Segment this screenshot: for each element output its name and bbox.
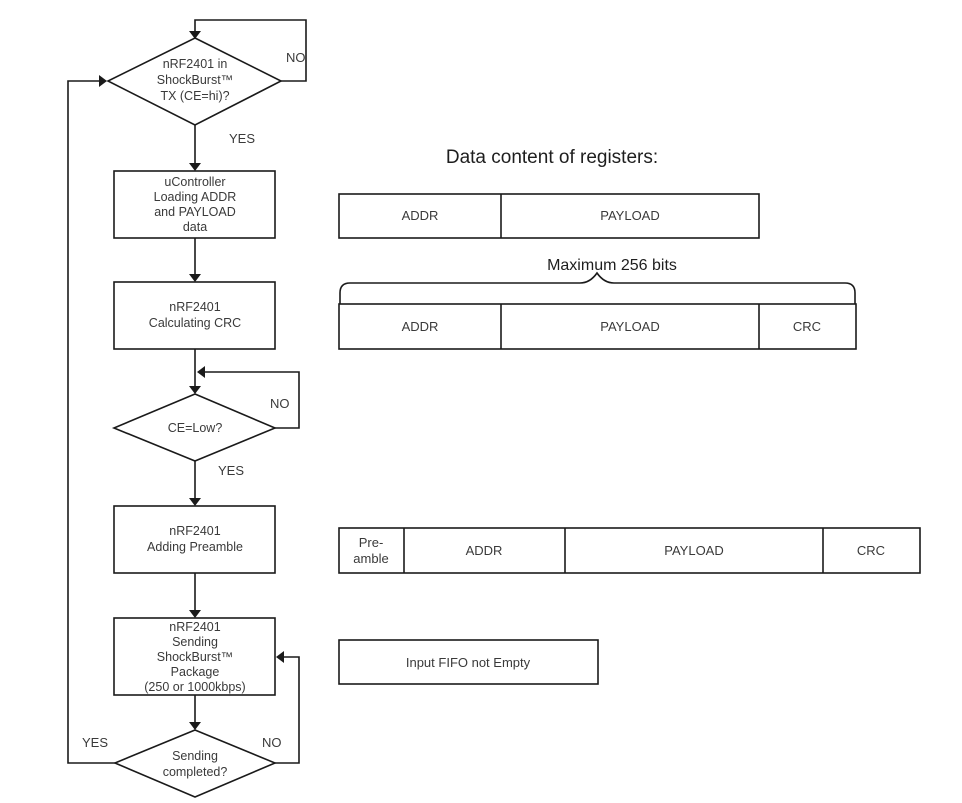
decision-ce-no-label: NO: [270, 396, 290, 411]
decision-done-yes-label: YES: [82, 735, 108, 750]
decision-tx-no-loop: [194, 19, 307, 82]
fifo-status-box: [338, 639, 599, 685]
row2-cell-addr: ADDR: [402, 319, 439, 334]
decision-tx-line-2: ShockBurst™: [157, 73, 233, 87]
decision-done-no-label: NO: [262, 735, 282, 750]
step-load-box: [113, 170, 276, 239]
arrowhead-icon: [189, 722, 201, 730]
arrowhead-icon: [189, 386, 201, 394]
row3-cell-payload: PAYLOAD: [664, 543, 723, 558]
row2-cell-payload: PAYLOAD: [600, 319, 659, 334]
arrowhead-icon: [189, 31, 201, 39]
step-crc-line-2: Calculating CRC: [149, 316, 241, 330]
row3-cell-preamble-line-1: Pre-: [359, 535, 384, 550]
brace-shape: [339, 271, 856, 304]
step-send-line-2: Sending: [172, 635, 218, 649]
decision-tx-no-label: NO: [286, 50, 306, 65]
row1-cell-addr: ADDR: [402, 208, 439, 223]
decision-done-yes-loop: [67, 80, 115, 764]
register-row-1: [338, 193, 760, 239]
arrowhead-icon: [189, 610, 201, 618]
step-send-line-1: nRF2401: [169, 620, 220, 634]
step-preamble-line-1: nRF2401: [169, 524, 220, 538]
arrowhead-icon: [197, 366, 205, 378]
arrowhead-icon: [276, 651, 284, 663]
register-row-3: [338, 527, 921, 574]
arrowhead-icon: [99, 75, 107, 87]
decision-done-no-loop: [275, 656, 300, 764]
row3-cell-addr: ADDR: [466, 543, 503, 558]
row3-cell-preamble-line-2: amble: [353, 551, 388, 566]
row1-cell-payload: PAYLOAD: [600, 208, 659, 223]
arrowhead-icon: [189, 163, 201, 171]
brace-label: Maximum 256 bits: [547, 257, 677, 274]
step-crc-line-1: nRF2401: [169, 300, 220, 314]
decision-tx-line-1: nRF2401 in: [163, 57, 228, 71]
step-send-line-3: ShockBurst™: [157, 650, 233, 664]
fifo-status-label: Input FIFO not Empty: [406, 655, 531, 670]
arrowhead-icon: [189, 498, 201, 506]
row3-cell-crc: CRC: [857, 543, 885, 558]
step-send-box: [113, 617, 276, 696]
step-load-line-4: data: [183, 220, 207, 234]
row2-cell-crc: CRC: [793, 319, 821, 334]
step-load-line-1: uController: [164, 175, 225, 189]
decision-ce-yes-label: YES: [218, 463, 244, 478]
decision-ce-no-loop: [204, 371, 300, 429]
step-load-line-2: Loading ADDR: [154, 190, 237, 204]
decision-tx-yes-label: YES: [229, 131, 255, 146]
registers-title: Data content of registers:: [446, 147, 658, 168]
step-send-line-5: (250 or 1000kbps): [144, 680, 245, 694]
decision-done-line-2: completed?: [163, 765, 228, 779]
decision-done-shape: [112, 729, 278, 798]
decision-tx-line-3: TX (CE=hi)?: [160, 89, 229, 103]
arrowhead-icon: [189, 274, 201, 282]
decision-done-line-1: Sending: [172, 749, 218, 763]
decision-ce-line-1: CE=Low?: [168, 421, 223, 435]
step-load-line-3: and PAYLOAD: [154, 205, 236, 219]
step-preamble-line-2: Adding Preamble: [147, 540, 243, 554]
register-row-2: [338, 303, 857, 350]
step-send-line-4: Package: [171, 665, 220, 679]
